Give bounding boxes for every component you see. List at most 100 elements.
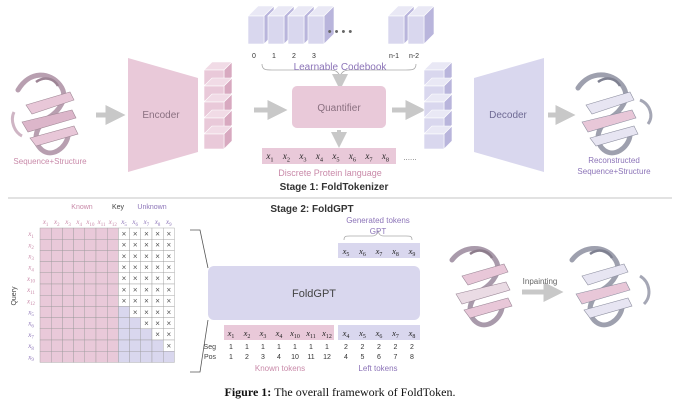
matrix-cell xyxy=(51,306,63,318)
matrix-cell xyxy=(39,317,52,330)
matrix-known-label: Known xyxy=(71,204,93,211)
decoder-latent-stack xyxy=(423,61,453,150)
matrix-cell xyxy=(51,283,63,296)
matrix-cell xyxy=(95,351,108,363)
matrix-cell xyxy=(51,261,63,274)
inpainting-label: Inpainting xyxy=(523,277,558,286)
mask-symbol: × xyxy=(133,229,138,238)
generated-token-bar xyxy=(338,243,420,258)
output-label-line2: Sequence+Structure xyxy=(577,167,651,176)
matrix-cell xyxy=(73,261,85,274)
left-token: x6 xyxy=(375,328,383,340)
mask-symbol: × xyxy=(122,263,127,272)
mask-symbol: × xyxy=(144,274,149,283)
matrix-cell xyxy=(95,272,108,285)
mask-symbol: × xyxy=(166,241,171,250)
seg-id: 2 xyxy=(344,344,348,351)
matrix-cell xyxy=(39,238,52,251)
matrix-row-label: x3 xyxy=(27,252,34,262)
matrix-cell xyxy=(39,272,52,285)
matrix-cell xyxy=(129,351,142,363)
matrix-cell xyxy=(73,339,85,352)
pos-id: 4 xyxy=(344,354,348,361)
matrix-row-label: x9 xyxy=(27,353,34,363)
matrix-cell xyxy=(95,328,108,341)
matrix-cell xyxy=(84,261,97,274)
pos-id: 5 xyxy=(361,354,365,361)
foldgpt-block xyxy=(208,266,420,320)
matrix-cell xyxy=(106,295,119,307)
matrix-cell xyxy=(95,339,108,352)
encoder-latent-stack xyxy=(203,61,233,150)
matrix-cell xyxy=(51,272,63,285)
generated-token: x5 xyxy=(342,246,350,258)
known-token-bar xyxy=(224,325,334,340)
matrix-cell xyxy=(151,351,164,363)
matrix-cell xyxy=(62,272,74,285)
mask-symbol: × xyxy=(144,241,149,250)
matrix-cell xyxy=(84,328,97,341)
token: x4 xyxy=(315,151,324,163)
encoder-cube xyxy=(203,125,233,150)
matrix-cell xyxy=(129,328,142,341)
matrix-col-label: x1 xyxy=(42,218,49,228)
codebook-index: n-2 xyxy=(409,53,419,60)
encoder-label: Encoder xyxy=(142,110,180,121)
matrix-row-label: x1 xyxy=(27,230,34,240)
matrix-cell xyxy=(162,351,175,363)
matrix-cell xyxy=(84,238,97,251)
token-sequence-bar xyxy=(262,148,396,164)
token: x6 xyxy=(348,151,356,163)
left-token: x4 xyxy=(342,328,350,340)
seg-label: Seg xyxy=(204,344,217,351)
matrix-cell xyxy=(51,328,63,341)
matrix-row-label: x8 xyxy=(27,342,34,352)
codebook-index: 2 xyxy=(292,53,296,60)
matrix-cell xyxy=(118,339,130,352)
matrix-row-label: x11 xyxy=(26,286,35,296)
seg-id: 1 xyxy=(261,344,265,351)
generated-token: x8 xyxy=(391,246,399,258)
known-tokens-caption: Known tokens xyxy=(255,364,305,373)
token: x5 xyxy=(331,151,339,163)
matrix-cell xyxy=(84,227,97,240)
mask-symbol: × xyxy=(144,285,149,294)
matrix-cell xyxy=(62,250,74,262)
known-token: x12 xyxy=(321,328,332,340)
mask-symbol: × xyxy=(155,330,160,339)
seg-id: 2 xyxy=(377,344,381,351)
matrix-cell xyxy=(106,317,119,330)
matrix-cell xyxy=(106,227,119,240)
seg-id: 1 xyxy=(245,344,249,351)
matrix-cell xyxy=(106,283,119,296)
matrix-cell xyxy=(95,238,108,251)
matrix-col-label: x9 xyxy=(165,218,172,228)
matrix-cell xyxy=(62,261,74,274)
matrix-col-label: x6 xyxy=(131,218,138,228)
token-caption: Discrete Protein language xyxy=(278,168,382,178)
matrix-cell xyxy=(73,227,85,240)
known-token: x1 xyxy=(227,328,235,340)
pos-id: 4 xyxy=(277,354,281,361)
mask-symbol: × xyxy=(155,285,160,294)
token: x1 xyxy=(265,151,273,163)
token: x3 xyxy=(298,151,306,163)
matrix-cell xyxy=(106,261,119,274)
foldgpt-label: FoldGPT xyxy=(292,288,336,300)
mask-symbol: × xyxy=(133,252,138,261)
known-token: x2 xyxy=(243,328,251,340)
codebook-cube xyxy=(407,5,435,45)
matrix-cell xyxy=(73,306,85,318)
matrix-cell xyxy=(39,328,52,341)
output-label-line1: Reconstructed xyxy=(588,156,640,165)
quantifier-label: Quantifier xyxy=(317,103,361,114)
mask-symbol: × xyxy=(166,319,171,328)
mask-symbol: × xyxy=(166,297,171,306)
matrix-callout-lines xyxy=(190,229,209,373)
generated-token: x9 xyxy=(408,246,416,258)
stage2-title: Stage 2: FoldGPT xyxy=(270,204,353,215)
codebook-label: Learnable Codebook xyxy=(294,62,388,73)
